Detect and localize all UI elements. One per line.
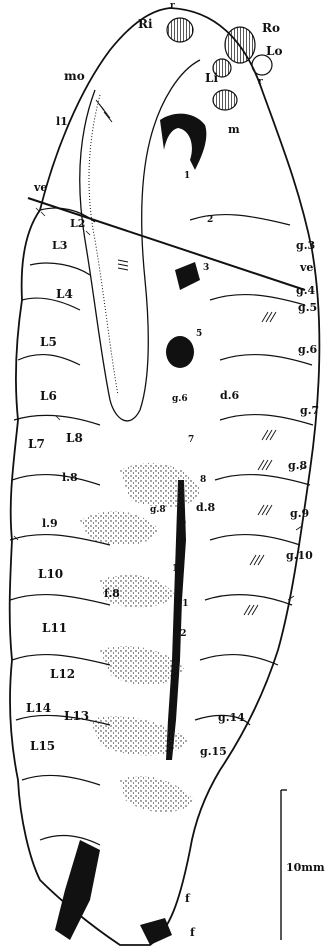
label-l9: l.9 — [42, 518, 58, 529]
label-1: 1 — [184, 172, 190, 181]
label-L2: L2 — [70, 218, 85, 229]
label-9: 9 — [180, 520, 186, 529]
label-ve-left: ve — [34, 182, 47, 193]
label-12: 12 — [174, 630, 187, 639]
label-f-lower: f — [190, 927, 195, 938]
label-g14: g.14 — [218, 712, 245, 723]
label-g15: g.15 — [200, 746, 227, 757]
head-organs — [167, 18, 272, 110]
label-f8: f.8 — [104, 588, 120, 599]
label-Ro: Ro — [262, 22, 280, 34]
margin-setae — [14, 208, 306, 600]
label-8: 8 — [200, 476, 206, 485]
label-L4: L4 — [56, 288, 73, 300]
label-L15: L15 — [30, 740, 55, 752]
label-11: 11 — [176, 600, 189, 609]
label-g9: g.9 — [290, 508, 309, 519]
label-L12: L12 — [50, 668, 75, 680]
label-l8: l.8 — [62, 472, 78, 483]
label-g4: g.4 — [296, 285, 315, 296]
label-g7: g.7 — [300, 405, 319, 416]
label-L6: L6 — [40, 390, 57, 402]
label-L7: L7 — [28, 438, 45, 450]
label-g3: g.3 — [296, 240, 315, 251]
label-L11: L11 — [42, 622, 67, 634]
label-L13: L13 — [64, 710, 89, 722]
label-Lo: Lo — [266, 45, 282, 57]
label-g6-mid: g.6 — [172, 395, 188, 404]
label-Li: Li — [205, 72, 218, 84]
label-f-upper: f — [185, 893, 190, 904]
label-g5: g.5 — [298, 302, 317, 313]
label-L14: L14 — [26, 702, 51, 714]
label-g8-right: g.8 — [288, 460, 307, 471]
gut-dark-1 — [160, 114, 206, 170]
label-l1: l1 — [56, 116, 68, 127]
gut-dark-blob — [166, 336, 194, 368]
label-10: 10 — [172, 565, 185, 574]
label-mo: mo — [64, 70, 85, 82]
label-d8: d.8 — [196, 502, 215, 513]
label-g8-mid: g.8 — [150, 506, 166, 515]
label-r-right: r — [258, 78, 263, 87]
label-g6-right: g.6 — [298, 344, 317, 355]
label-3: 3 — [203, 264, 209, 273]
label-Ri: Ri — [138, 18, 153, 30]
label-L3: L3 — [52, 240, 67, 251]
label-g10: g.10 — [286, 550, 313, 561]
label-7: 7 — [188, 436, 194, 445]
gut-dark-2 — [175, 262, 200, 290]
label-ve-right: ve — [300, 262, 313, 273]
tail-dark — [140, 918, 172, 945]
label-L5: L5 — [40, 336, 57, 348]
label-L8: L8 — [66, 432, 83, 444]
label-2: 2 — [207, 216, 213, 225]
label-m: m — [228, 124, 240, 135]
label-5: 5 — [196, 330, 202, 339]
scale-bar-label: 10mm — [286, 862, 325, 873]
label-r-top: r — [170, 2, 175, 11]
foregut-hatching — [96, 100, 128, 270]
label-L10: L10 — [38, 568, 63, 580]
gill-tufts — [244, 312, 276, 615]
label-d6: d.6 — [220, 390, 239, 401]
ve-line — [28, 198, 305, 290]
